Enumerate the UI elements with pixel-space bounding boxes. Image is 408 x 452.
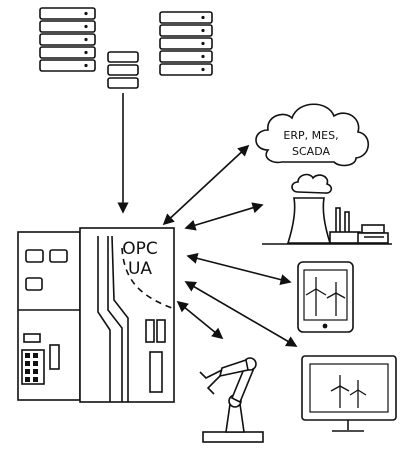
tablet-icon <box>298 262 353 332</box>
controller-label-opc: OPC <box>122 239 158 259</box>
server-rack-right-icon <box>160 12 212 75</box>
arrow-controller-monitor <box>186 282 296 346</box>
server-rack-left-icon <box>40 8 95 71</box>
arrow-controller-robot <box>178 302 222 338</box>
cloud-label-line1: ERP, MES, <box>283 129 338 142</box>
controller-label-ua: UA <box>128 259 152 279</box>
database-stack-icon <box>108 52 138 88</box>
arrow-controller-factory <box>186 205 262 228</box>
factory-icon <box>262 175 392 244</box>
robot-arm-icon <box>200 358 263 442</box>
monitor-icon <box>302 356 396 431</box>
cloud-label-line2: SCADA <box>292 145 330 158</box>
arrow-controller-tablet <box>188 256 290 282</box>
